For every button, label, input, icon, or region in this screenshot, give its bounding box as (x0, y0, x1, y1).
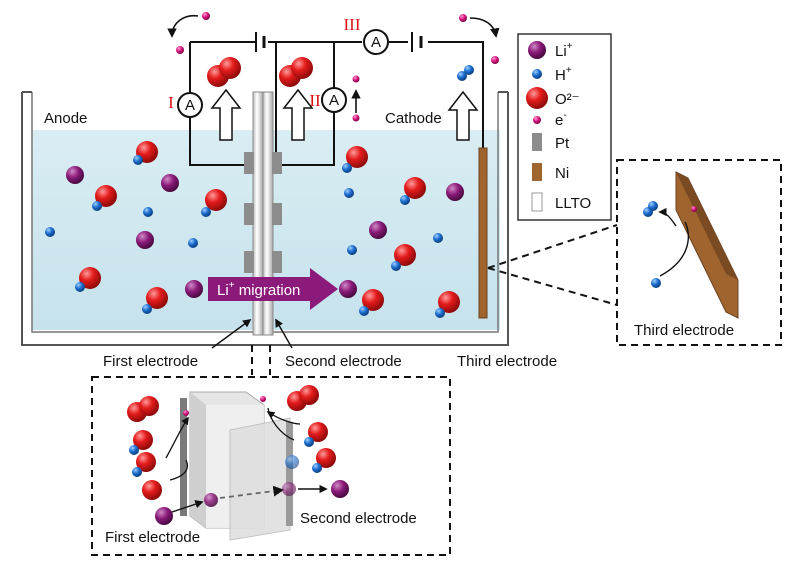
oxygen-molecules-top (207, 57, 474, 87)
loop-3-label: III (344, 15, 361, 34)
legend-e: e- (555, 110, 567, 129)
ammeter-3: A III (344, 15, 389, 55)
up-arrow-3 (447, 90, 479, 141)
inset-second-electrode-label: Second electrode (300, 510, 417, 527)
second-electrode-label: Second electrode (285, 353, 402, 370)
legend: Li+ H+ O²⁻ e- Pt Ni LLTO (517, 33, 612, 221)
loop-2-label: II (309, 91, 321, 110)
legend-li: Li+ (555, 41, 573, 60)
inset-third-electrode: Third electrode (487, 159, 782, 346)
battery-right (411, 32, 423, 52)
third-electrode-ni (478, 147, 488, 319)
cathode-label: Cathode (385, 110, 442, 127)
electron-flow (167, 12, 500, 122)
battery-left (255, 32, 266, 52)
ammeter-3-symbol: A (371, 34, 381, 51)
up-arrow-2 (282, 88, 314, 141)
circuit-wires (189, 41, 484, 166)
legend-llto: LLTO (555, 195, 591, 212)
gas-release-arrows (210, 88, 479, 141)
legend-o: O²⁻ (555, 91, 580, 108)
up-arrow-1 (210, 88, 242, 141)
legend-pt: Pt (555, 135, 570, 152)
ammeter-2: A II (309, 87, 347, 113)
ions-in-electrolyte (45, 141, 464, 318)
legend-h: H+ (555, 65, 572, 84)
pt-patches (244, 152, 282, 273)
third-electrode-label: Third electrode (457, 353, 557, 370)
tank-outer-wall (21, 92, 509, 346)
ammeter-2-symbol: A (329, 92, 339, 109)
first-electrode-label: First electrode (103, 353, 198, 370)
ammeter-1-symbol: A (185, 97, 195, 114)
legend-ni: Ni (555, 165, 569, 182)
inset-electrode-pair: First electrode Second electrode (91, 345, 451, 556)
li-migration-arrow: Li+ migration (208, 268, 338, 310)
loop-1-label: I (168, 93, 174, 112)
ammeter-1: A I (168, 92, 203, 118)
li-migration-label: Li+ migration (217, 280, 300, 299)
inset-first-electrode-label: First electrode (105, 529, 200, 546)
anode-label: Anode (44, 110, 87, 127)
inset-right-label: Third electrode (634, 322, 734, 339)
